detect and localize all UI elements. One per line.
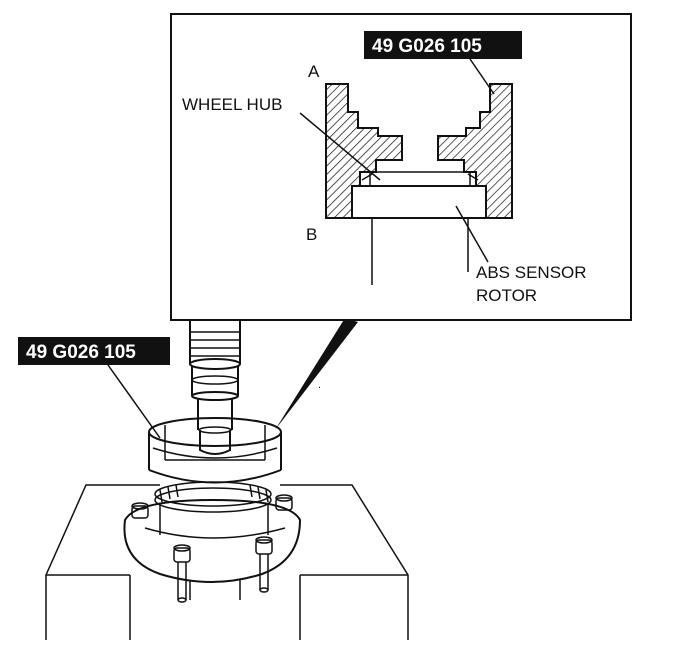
svg-text:49 G026 105: 49 G026 105 <box>372 36 482 57</box>
wheel-hub-assembly <box>123 481 302 603</box>
svg-text:.: . <box>318 379 321 391</box>
svg-text:49 G026 105: 49 G026 105 <box>26 342 136 363</box>
wheel-hub-label: WHEEL HUB <box>182 95 282 114</box>
stud-1 <box>131 502 149 519</box>
abs-sensor-rotor-label-2: ROTOR <box>476 286 537 305</box>
abs-rotor-leader <box>455 205 489 263</box>
press-stand <box>45 484 409 640</box>
stud-2 <box>275 494 293 511</box>
detail-pointer <box>275 318 358 430</box>
wheel-hub-leader <box>299 112 381 181</box>
detail-frame <box>170 13 632 321</box>
overview-tool-leader <box>107 364 161 439</box>
press-ram <box>189 320 241 455</box>
stud-3 <box>173 544 191 603</box>
detail-tool-tag: 49 G026 105 <box>364 31 522 59</box>
tool-section-right <box>437 83 513 219</box>
abs-sensor-rotor-section <box>351 185 487 219</box>
point-a-label: A <box>308 62 320 81</box>
point-b-label: B <box>306 225 317 244</box>
overview-tool-tag: 49 G026 105 <box>18 337 170 365</box>
abs-sensor-rotor-label-1: ABS SENSOR <box>476 263 587 282</box>
stud-4 <box>255 536 273 593</box>
